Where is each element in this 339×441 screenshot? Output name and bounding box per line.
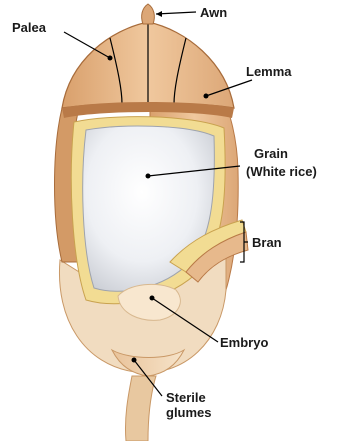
lemma-leader-dot <box>204 94 209 99</box>
awn-label: Awn <box>200 5 227 20</box>
grain-label: Grain <box>254 146 288 161</box>
palea-label: Palea <box>12 20 47 35</box>
palea-leader-dot <box>108 56 113 61</box>
sterile-leader-dot <box>132 358 137 363</box>
sterile-label: Sterile <box>166 390 206 405</box>
sterile-label-sub: glumes <box>166 405 212 420</box>
pedicel <box>125 376 156 441</box>
awn <box>142 4 155 24</box>
embryo-label: Embryo <box>220 335 268 350</box>
grain-label-sub: (White rice) <box>246 164 317 179</box>
grain-leader-dot <box>146 174 151 179</box>
lemma-label: Lemma <box>246 64 292 79</box>
bran-label: Bran <box>252 235 282 250</box>
awn-arrowhead <box>156 11 162 17</box>
embryo-leader-dot <box>150 296 155 301</box>
